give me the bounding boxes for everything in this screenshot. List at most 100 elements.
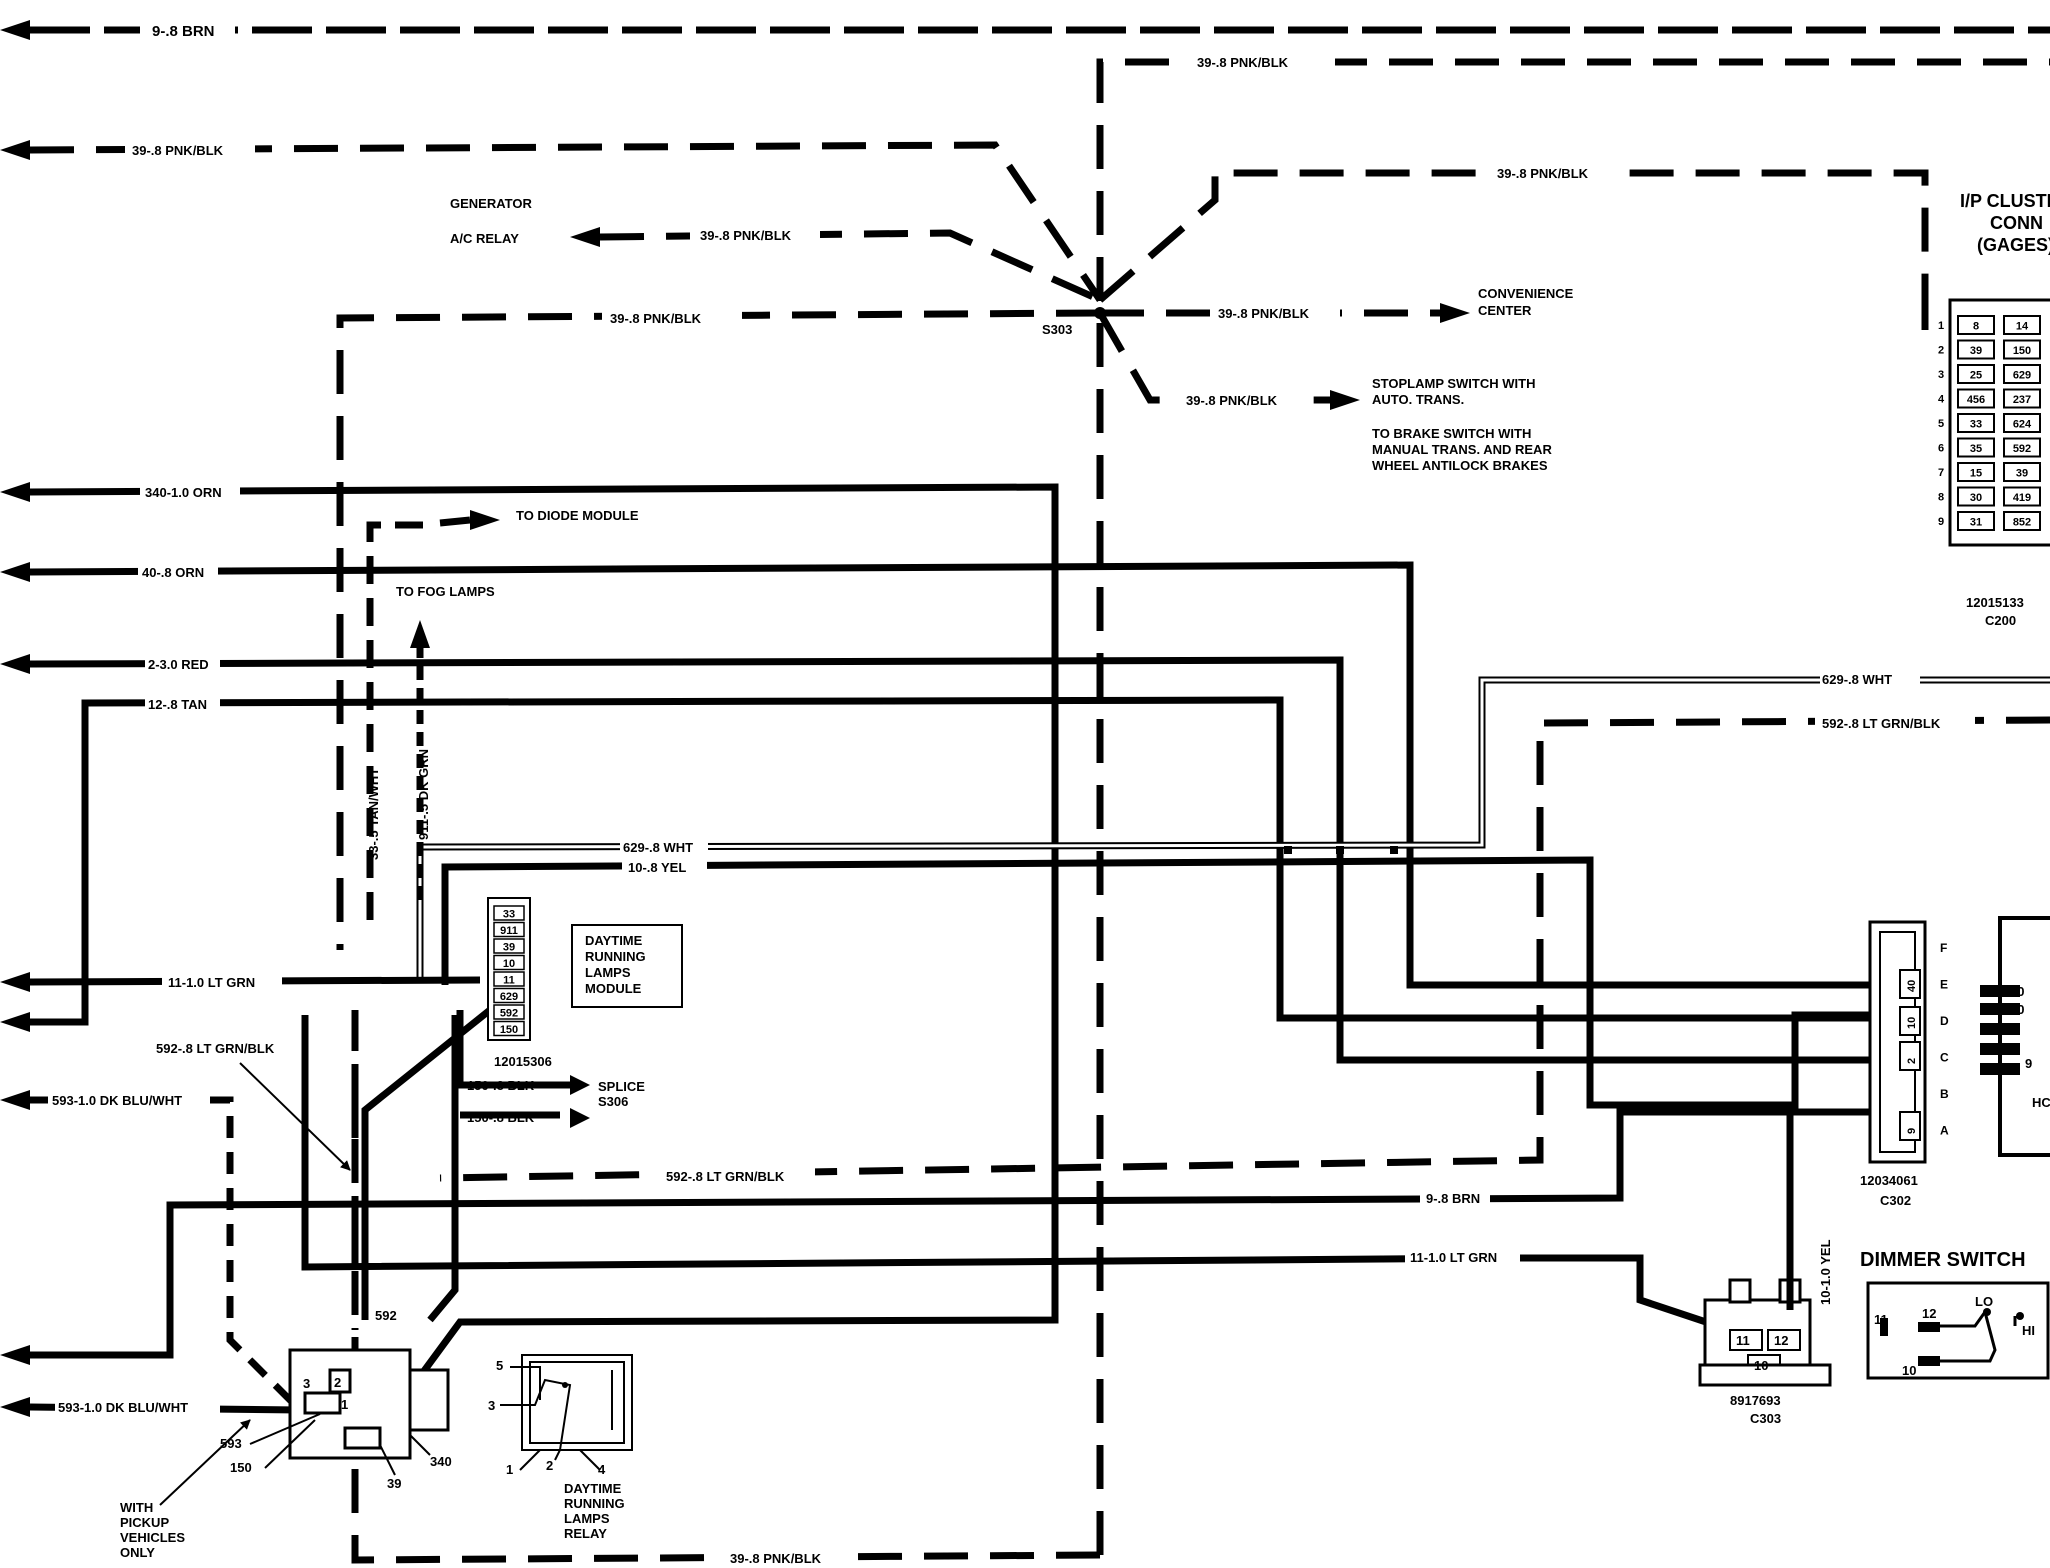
pin-cell: [1957, 315, 1995, 335]
wire-label: 39-.8 PNK/BLK: [730, 1551, 822, 1566]
cavity-cell: [1899, 1006, 1921, 1036]
cavity-label: 2: [1906, 1058, 1918, 1064]
pin-cell: [2003, 339, 2041, 360]
pin-letter: C: [1940, 1051, 1949, 1065]
row-number: 8: [1938, 492, 1944, 504]
connector-id: C200: [1985, 613, 2016, 628]
pickup-label: PICKUP: [120, 1515, 169, 1530]
wire-label: 40-.8 ORN: [142, 565, 204, 580]
pin-label: 629: [2013, 370, 2031, 382]
pin-cell: [1957, 486, 1995, 507]
wire-label: 39-.8 PNK/BLK: [1218, 306, 1310, 321]
pin-label: 14: [2016, 321, 2029, 333]
pin-cell: [2003, 388, 2041, 409]
pin-label: 31: [1970, 517, 1982, 529]
c303-pin: 11: [1736, 1333, 1750, 1348]
wire-39-pnk-blk-left: [0, 140, 1103, 302]
pin-letter: F: [1940, 941, 1947, 955]
leader-line: [409, 1434, 431, 1456]
wire-label: 340-1.0 ORN: [145, 485, 222, 500]
row-number: 5: [1938, 418, 1944, 430]
leader-line: [264, 1419, 316, 1469]
wire-label: 39-.8 PNK/BLK: [1197, 55, 1289, 70]
pin-cell: [493, 1020, 525, 1037]
pin-letter: A: [1940, 1124, 1949, 1138]
cavity-label: 10: [1906, 1017, 1918, 1029]
splice-label: S303: [1042, 322, 1072, 337]
wire-39-pnk-blk-gen: [570, 225, 1102, 304]
pin-cell: [1957, 364, 1995, 384]
ac-relay-label: A/C RELAY: [450, 231, 519, 246]
splice-dot: [1284, 846, 1292, 854]
wire-11-ltgrn: [0, 972, 1732, 1334]
pin-label: 11: [503, 975, 515, 987]
pickup-label: WITH: [120, 1500, 153, 1515]
pin-label: 39: [503, 942, 515, 954]
relay-symbol: [500, 1354, 633, 1471]
connector-part: 12034061: [1860, 1173, 1918, 1188]
drl-module-label: MODULE: [585, 981, 642, 996]
pin-cell: [2003, 315, 2041, 335]
pin-label: 592: [2013, 443, 2031, 455]
relay-pin: 3: [488, 1398, 495, 1413]
dimmer-pin: LO: [1975, 1294, 1993, 1309]
relay-pin: 3: [303, 1376, 310, 1391]
row-number: 3: [1938, 369, 1944, 381]
pickup-label: ONLY: [120, 1545, 155, 1560]
wire-label: 39-.8 PNK/BLK: [610, 311, 702, 326]
wire-label: 39-.8 PNK/BLK: [132, 143, 224, 158]
wire-label: 12-.8 TAN: [148, 697, 207, 712]
brake-label-2: MANUAL TRANS. AND REAR: [1372, 442, 1552, 457]
pin-cell: [1957, 511, 1995, 531]
cavity-label: 40: [1906, 980, 1918, 992]
connector-part: 12015133: [1966, 595, 2024, 610]
wire-label: 629-.8 WHT: [1822, 672, 1892, 687]
cavity-cell: [1899, 1111, 1921, 1141]
pin-label: 8: [1973, 321, 1979, 333]
row-number: 7: [1938, 467, 1944, 479]
relay-pin: 1: [341, 1397, 348, 1412]
cavity-label: 9: [1906, 1128, 1918, 1134]
wire-39-pnk-blk-right: [1097, 163, 1929, 330]
wire-label: 11-1.0 LT GRN: [168, 975, 255, 990]
diode-label: TO DIODE MODULE: [516, 508, 639, 523]
wire-39-pnk-blk-top: [1096, 52, 2050, 1555]
wire-39-pnk-blk-conv: [1100, 303, 1470, 323]
stoplamp-label: STOPLAMP SWITCH WITH: [1372, 376, 1535, 391]
relay-pin: 2: [546, 1458, 553, 1473]
ip-cluster-label: I/P CLUSTE: [1960, 191, 2050, 211]
pin-label: 150: [2013, 345, 2031, 357]
pin-label: 237: [2013, 394, 2031, 406]
pin-letter: D: [1940, 1014, 1949, 1028]
row-number: 4: [1938, 394, 1945, 406]
pin-cell: [493, 905, 525, 921]
drl-module-label: DAYTIME: [585, 933, 643, 948]
wire-label: 2-3.0 RED: [148, 657, 209, 672]
pin-cell: [493, 1004, 525, 1020]
pin-cell: [493, 954, 525, 971]
relay-pin: 5: [496, 1358, 503, 1373]
wire-592-to-relay: [351, 1007, 493, 1330]
pin-label: 911: [500, 925, 518, 937]
relay-label: RUNNING: [564, 1496, 625, 1511]
pin-label: 33: [503, 909, 515, 921]
leader-line: [379, 1444, 396, 1476]
drl-relay-connector: [288, 1348, 450, 1460]
wire-39-pnk-blk-mid: [336, 308, 1101, 950]
wire-label: 592-.8 LT GRN/BLK: [666, 1169, 785, 1184]
wire-label: 39-.8 PNK/BLK: [1186, 393, 1278, 408]
pin-label: 25: [1970, 370, 1982, 382]
relay-pin: 340: [430, 1454, 452, 1469]
drl-module-label: RUNNING: [585, 949, 646, 964]
pin-label: 35: [1970, 443, 1982, 455]
wire-label: 593-1.0 DK BLU/WHT: [58, 1400, 188, 1415]
convenience-label: CONVENIENCE: [1478, 286, 1574, 301]
row-number: 2: [1938, 345, 1944, 357]
pin-label: 852: [2013, 517, 2031, 529]
relay-pin: 592: [375, 1308, 397, 1323]
pin-label: 150: [500, 1024, 518, 1036]
wire-592-ltgrnblk-right: [439, 713, 2050, 1186]
pin-cell: [1957, 388, 1995, 409]
pickup-label: VEHICLES: [120, 1530, 185, 1545]
